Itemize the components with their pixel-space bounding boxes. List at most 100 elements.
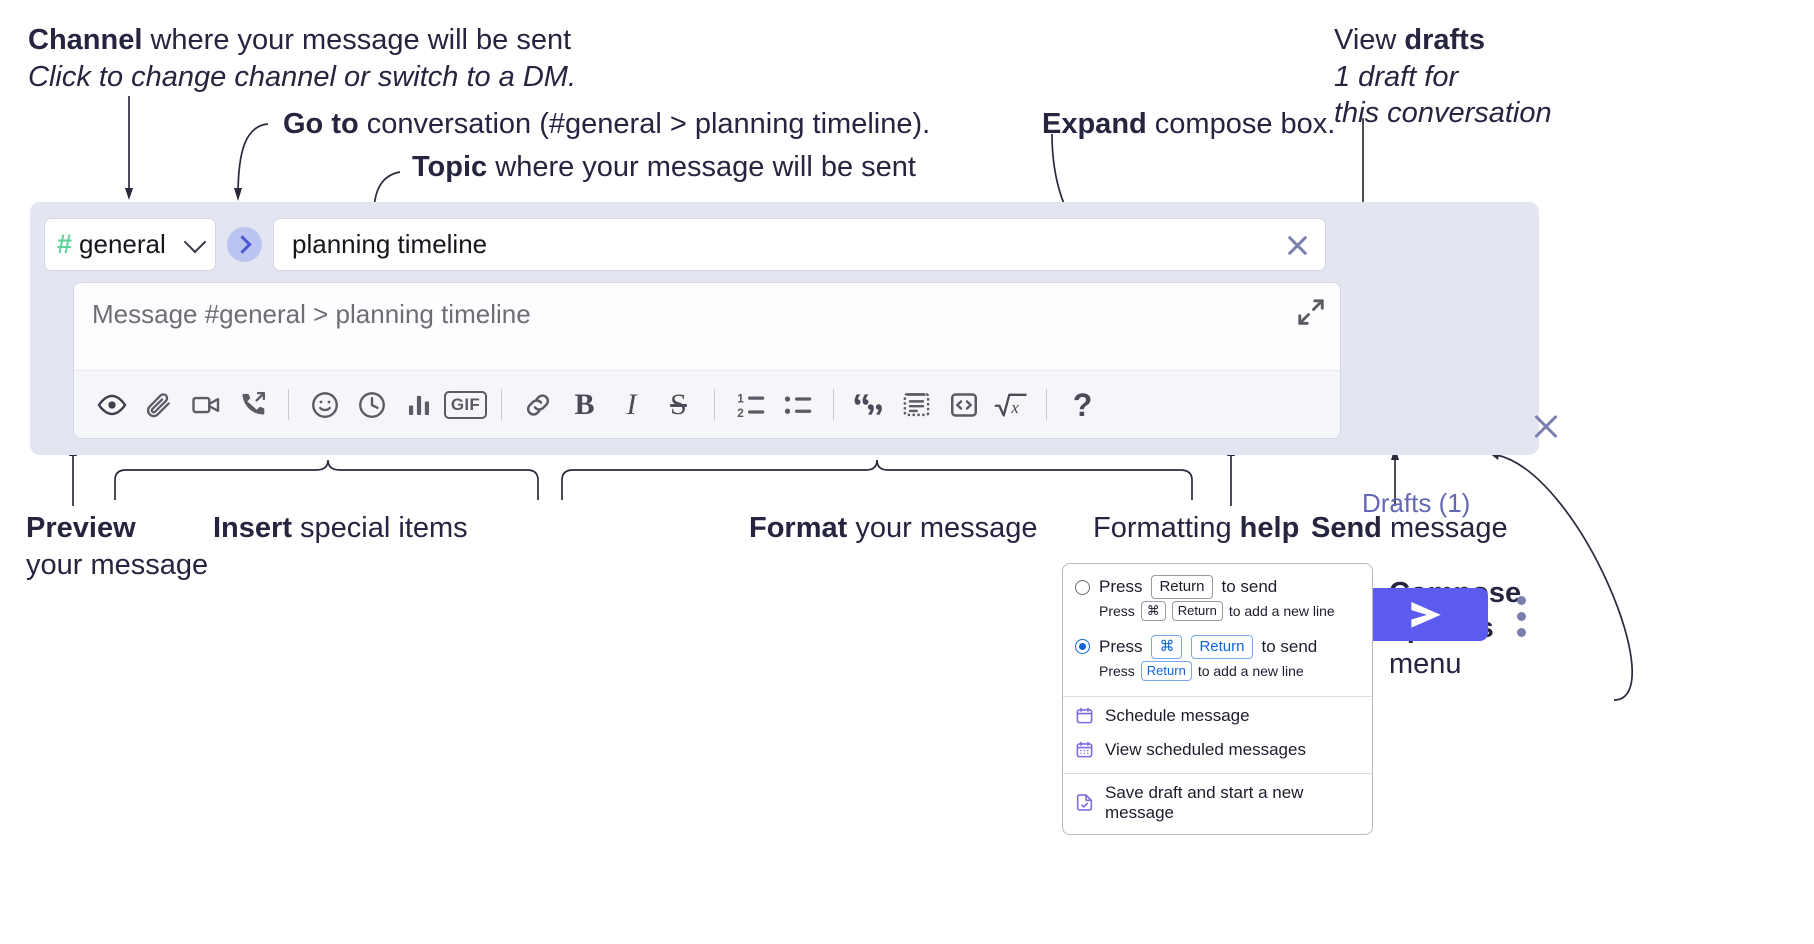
topic-input[interactable]: planning timeline bbox=[273, 218, 1326, 271]
code-block-icon[interactable] bbox=[893, 381, 940, 428]
compose-panel: # general planning timeline Message #gen… bbox=[30, 202, 1539, 641]
svg-text:x: x bbox=[1010, 397, 1019, 416]
annotation-send-rest: message bbox=[1381, 512, 1508, 544]
key-return: Return bbox=[1171, 601, 1223, 621]
drafts-link[interactable]: Drafts (1) bbox=[1362, 488, 1471, 518]
send-option-cmd-return[interactable]: Press ⌘ Return to send bbox=[1063, 629, 1372, 661]
option2-sub-tail: to add a new line bbox=[1197, 662, 1304, 679]
video-camera-icon[interactable] bbox=[182, 381, 229, 428]
strikethrough-icon[interactable]: S bbox=[655, 381, 702, 428]
annotation-drafts-sub1: 1 draft for bbox=[1334, 60, 1459, 93]
channel-name: general bbox=[79, 229, 166, 259]
annotation-expand: Expand compose box. bbox=[1042, 106, 1335, 143]
compose-options-button[interactable] bbox=[1508, 592, 1534, 640]
phone-outgoing-icon[interactable] bbox=[229, 381, 276, 428]
svg-text:1: 1 bbox=[737, 391, 744, 405]
help-label: ? bbox=[1072, 386, 1093, 423]
radio-cmd-return[interactable] bbox=[1075, 639, 1090, 655]
menu-item-label: Schedule message bbox=[1105, 705, 1250, 725]
toolbar-divider bbox=[501, 389, 502, 420]
annotation-goto-bold: Go to bbox=[283, 108, 359, 140]
annotation-preview-bold: Preview bbox=[26, 512, 136, 544]
annotation-channel-sub: Click to change channel or switch to a D… bbox=[28, 60, 577, 93]
help-question-icon[interactable]: ? bbox=[1059, 381, 1106, 428]
option1-press: Press bbox=[1099, 577, 1143, 597]
bar-chart-icon[interactable] bbox=[395, 381, 442, 428]
send-option-cmd-return-sub: Press Return to add a new line bbox=[1063, 661, 1372, 690]
goto-conversation-button[interactable] bbox=[227, 227, 262, 262]
annotation-drafts-sub2: this conversation bbox=[1334, 97, 1552, 130]
attachment-paperclip-icon[interactable] bbox=[135, 381, 182, 428]
annotation-goto-rest: conversation (#general > planning timeli… bbox=[358, 108, 931, 140]
toolbar-divider bbox=[1046, 389, 1047, 420]
clear-topic-icon[interactable] bbox=[1283, 231, 1311, 259]
more-vertical-icon-dot bbox=[1516, 611, 1526, 621]
clock-icon[interactable] bbox=[348, 381, 395, 428]
option2-tail: to send bbox=[1261, 636, 1318, 656]
math-icon[interactable]: x bbox=[987, 381, 1034, 428]
message-input-area[interactable]: Message #general > planning timeline bbox=[73, 282, 1341, 439]
close-compose-icon[interactable] bbox=[1530, 410, 1562, 442]
option2-sub-press: Press bbox=[1099, 662, 1135, 679]
option1-tail: to send bbox=[1221, 577, 1278, 597]
key-command: ⌘ bbox=[1151, 634, 1183, 660]
annotation-insert-bold: Insert bbox=[213, 512, 292, 544]
annotation-insert: Insert special items bbox=[213, 510, 468, 547]
compose-header-row: # general planning timeline bbox=[44, 218, 1326, 271]
annotation-help-pre: Formatting bbox=[1093, 512, 1240, 544]
link-icon[interactable] bbox=[514, 381, 561, 428]
menu-item-save-draft[interactable]: Save draft and start a new message bbox=[1063, 774, 1372, 834]
calendar-grid-icon bbox=[1075, 740, 1094, 759]
radio-return[interactable] bbox=[1075, 579, 1090, 595]
bold-icon[interactable]: B bbox=[561, 381, 608, 428]
ordered-list-icon[interactable]: 1 2 bbox=[727, 381, 774, 428]
save-draft-icon bbox=[1075, 793, 1094, 812]
annotation-drafts-pre: View bbox=[1334, 24, 1405, 56]
menu-divider bbox=[1063, 772, 1372, 774]
gif-label: GIF bbox=[443, 390, 488, 419]
annotation-channel-bold: Channel bbox=[28, 24, 143, 56]
toolbar-divider bbox=[288, 389, 289, 420]
annotation-help: Formatting help bbox=[1093, 510, 1299, 547]
annotation-channel: Channel where your message will be sent … bbox=[28, 22, 576, 95]
toolbar-divider bbox=[833, 389, 834, 420]
italic-icon[interactable]: I bbox=[608, 381, 655, 428]
emoji-smiley-icon[interactable] bbox=[301, 381, 348, 428]
annotation-channel-rest: where your message will be sent bbox=[142, 24, 572, 56]
annotation-topic: Topic where your message will be sent bbox=[412, 149, 916, 186]
channel-selector[interactable]: # general bbox=[44, 218, 216, 271]
annotation-format: Format your message bbox=[749, 510, 1038, 547]
more-vertical-icon-dot bbox=[1516, 595, 1526, 605]
topic-value: planning timeline bbox=[292, 229, 488, 259]
chevron-right-icon bbox=[233, 235, 252, 254]
more-vertical-icon-dot bbox=[1516, 627, 1526, 637]
annotation-topic-bold: Topic bbox=[412, 151, 488, 183]
annotation-expand-bold: Expand bbox=[1042, 108, 1147, 140]
annotation-topic-rest: where your message will be sent bbox=[487, 151, 916, 183]
message-placeholder: Message #general > planning timeline bbox=[92, 299, 531, 329]
annotation-insert-rest: special items bbox=[291, 512, 468, 544]
svg-text:2: 2 bbox=[737, 405, 744, 419]
key-command: ⌘ bbox=[1140, 601, 1166, 621]
annotation-preview-sub: your message bbox=[26, 548, 209, 581]
annotation-goto: Go to conversation (#general > planning … bbox=[283, 106, 930, 143]
menu-item-schedule-message[interactable]: Schedule message bbox=[1063, 697, 1372, 733]
toolbar-divider bbox=[714, 389, 715, 420]
menu-item-label: Save draft and start a new message bbox=[1105, 782, 1304, 822]
chevron-down-icon bbox=[183, 230, 207, 253]
code-snippet-icon[interactable] bbox=[940, 381, 987, 428]
annotation-drafts-bold: drafts bbox=[1404, 24, 1485, 56]
expand-icon[interactable] bbox=[1296, 297, 1326, 327]
key-return: Return bbox=[1151, 575, 1213, 600]
annotation-send: Send message bbox=[1311, 510, 1508, 547]
option2-press: Press bbox=[1099, 636, 1143, 656]
menu-item-view-scheduled[interactable]: View scheduled messages bbox=[1063, 733, 1372, 767]
bulleted-list-icon[interactable] bbox=[774, 381, 821, 428]
send-button[interactable] bbox=[1362, 588, 1488, 641]
blockquote-icon[interactable] bbox=[846, 381, 893, 428]
preview-icon[interactable] bbox=[88, 381, 135, 428]
gif-icon[interactable]: GIF bbox=[442, 381, 489, 428]
key-return: Return bbox=[1191, 634, 1253, 660]
send-option-return[interactable]: Press Return to send bbox=[1063, 564, 1372, 601]
